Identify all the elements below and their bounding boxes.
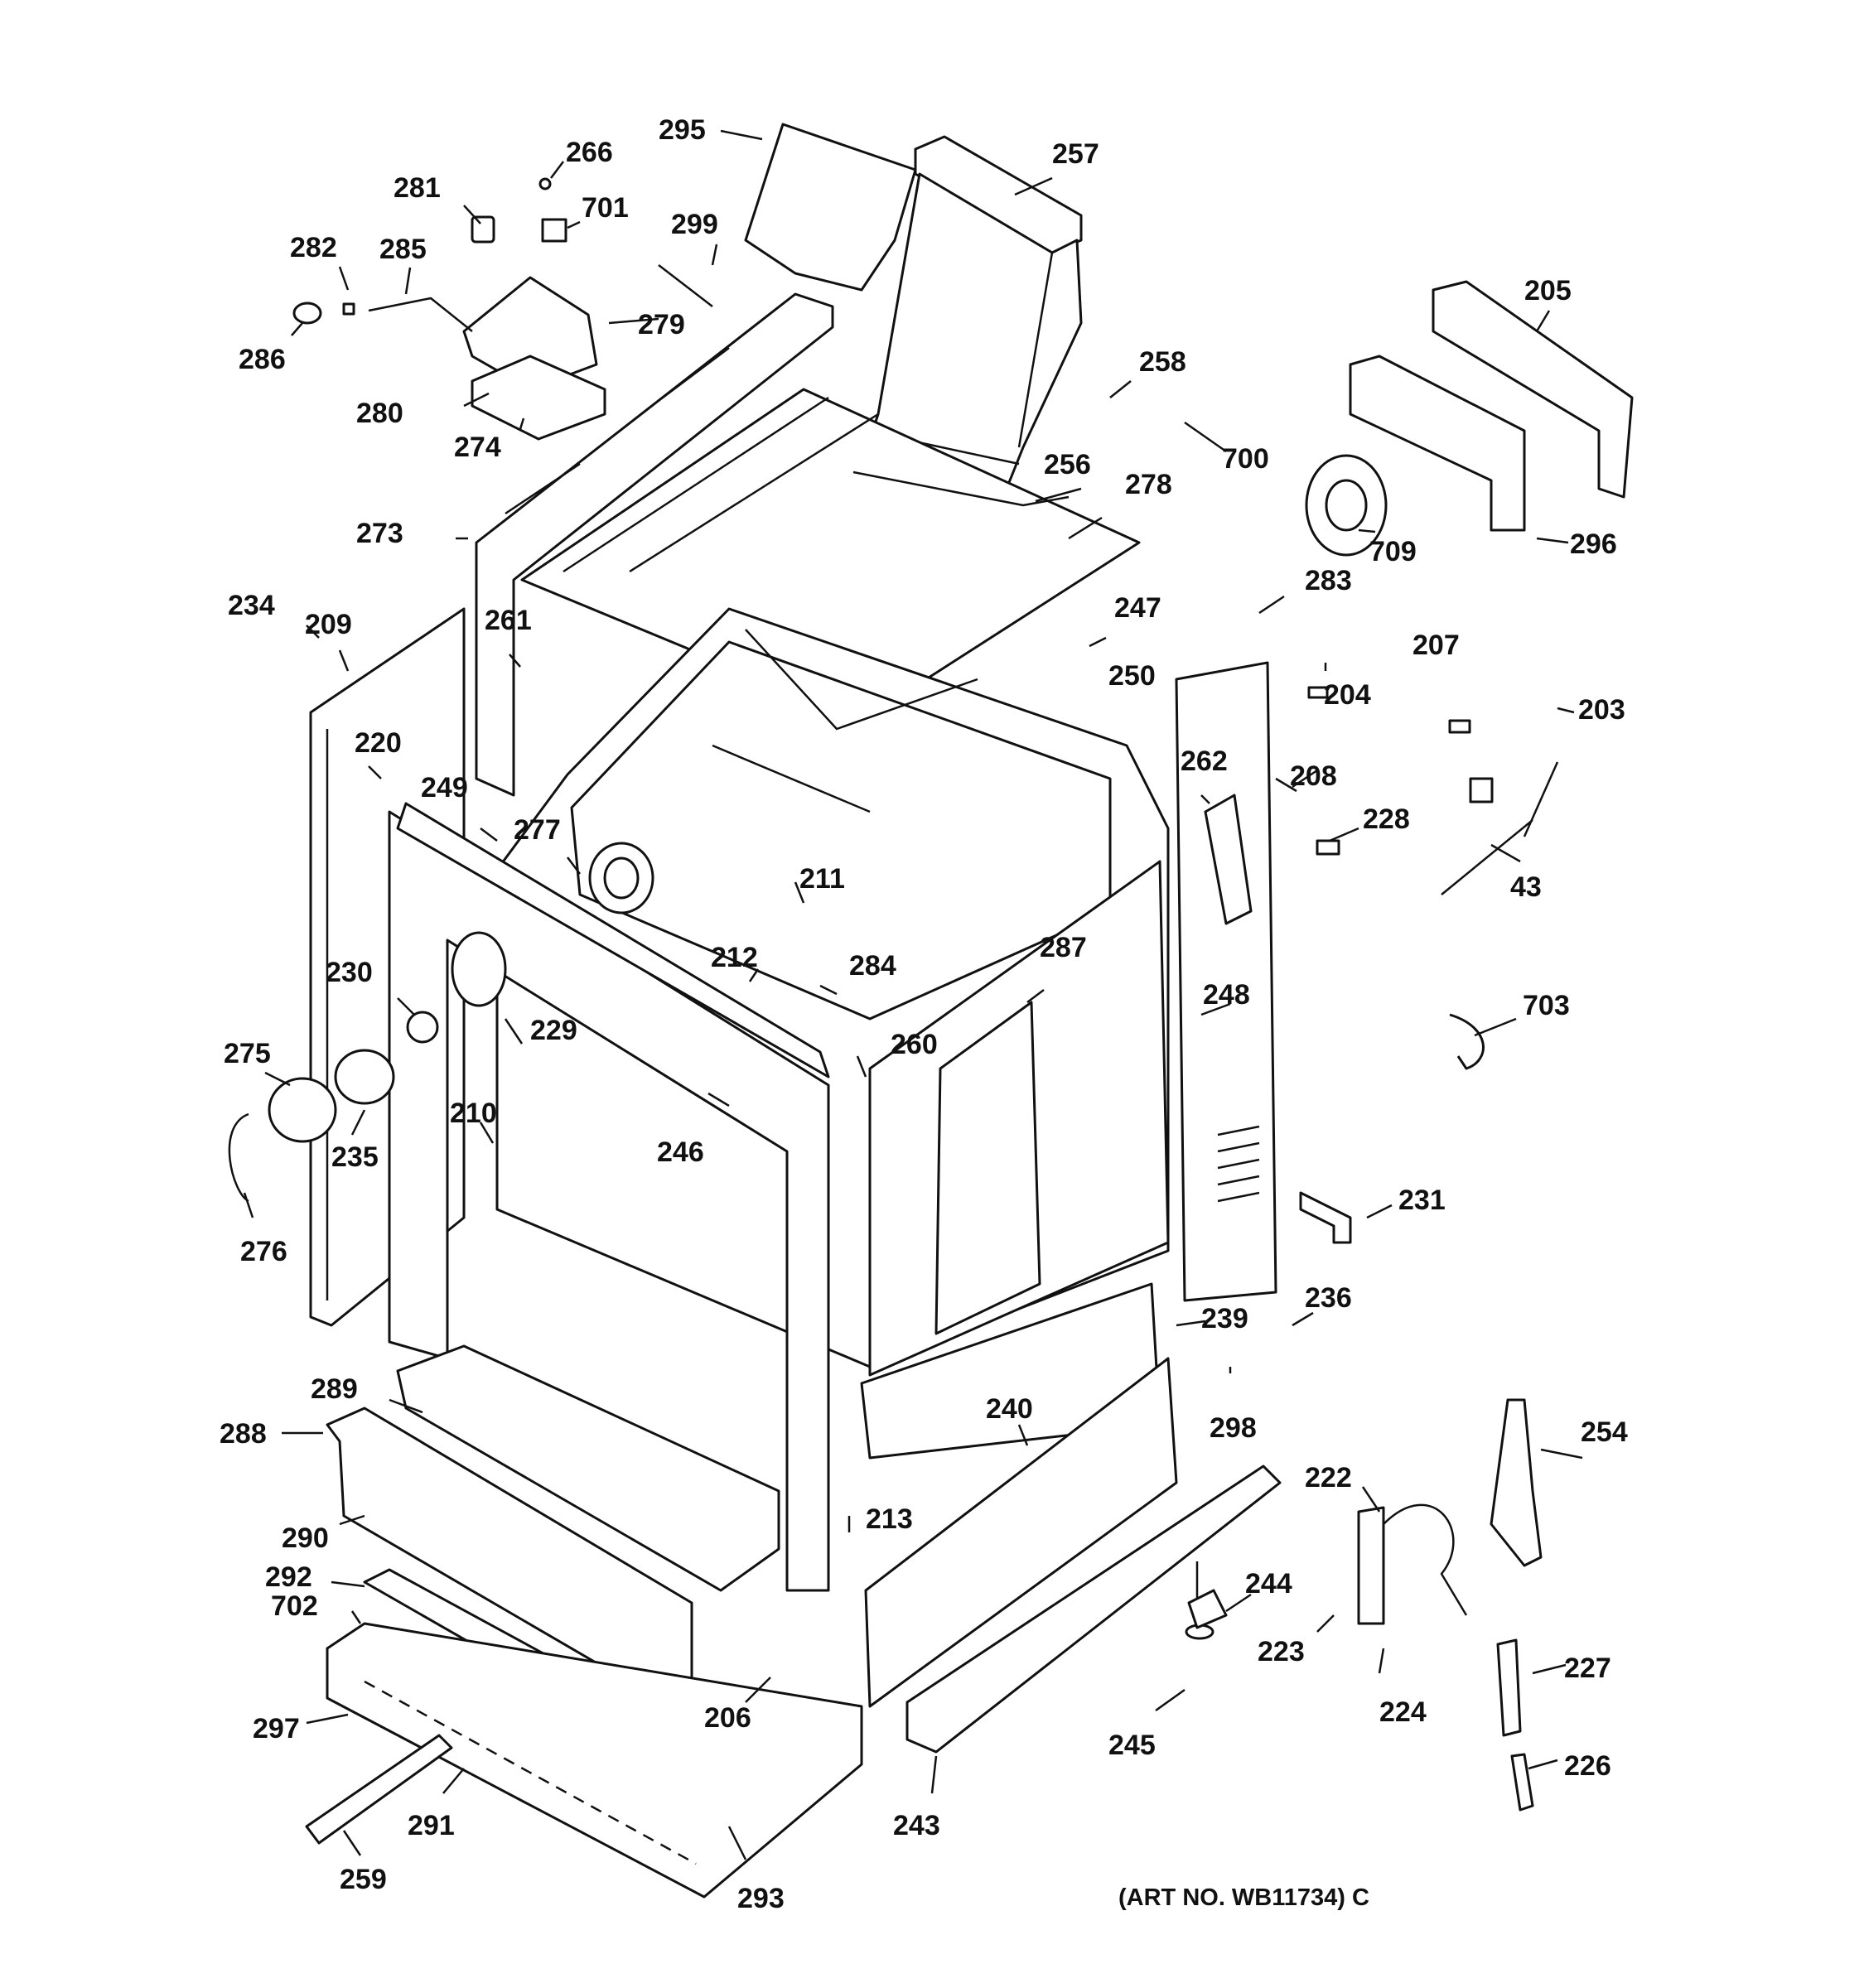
callout-276: 276 (240, 1236, 287, 1267)
callout-283: 283 (1305, 565, 1352, 596)
callout-204: 204 (1324, 679, 1371, 711)
callout-284: 284 (849, 950, 896, 982)
callout-229: 229 (530, 1015, 577, 1046)
callout-266: 266 (566, 137, 613, 168)
callout-289: 289 (311, 1373, 358, 1405)
callout-273: 273 (356, 518, 403, 549)
callout-256: 256 (1044, 449, 1091, 480)
callout-224: 224 (1379, 1696, 1427, 1728)
part-275-light (228, 842, 654, 1203)
callout-210: 210 (450, 1098, 497, 1129)
callout-207: 207 (1412, 630, 1460, 661)
callout-220: 220 (355, 727, 402, 759)
callout-213: 213 (866, 1503, 913, 1535)
callout-277: 277 (514, 814, 561, 846)
part-misc-right (1185, 686, 1559, 1812)
part-295-insulation (744, 123, 917, 292)
callout-290: 290 (282, 1522, 329, 1554)
callout-205: 205 (1524, 275, 1572, 306)
callout-280: 280 (356, 398, 403, 429)
callout-259: 259 (340, 1864, 387, 1895)
callout-240: 240 (986, 1393, 1033, 1425)
callout-291: 291 (408, 1810, 455, 1841)
callout-299: 299 (671, 209, 718, 240)
callout-206: 206 (704, 1702, 751, 1734)
callout-709: 709 (1369, 536, 1417, 567)
callout-702: 702 (271, 1590, 318, 1622)
callout-223: 223 (1258, 1636, 1305, 1667)
callout-231: 231 (1398, 1185, 1446, 1216)
part-293-floor (305, 1622, 863, 1899)
callout-295: 295 (659, 114, 706, 146)
callout-286: 286 (239, 344, 286, 375)
part-243-front-rail (905, 1464, 1282, 1754)
part-257-vent-duct (860, 135, 1083, 490)
callout-245: 245 (1108, 1730, 1156, 1761)
callout-292: 292 (265, 1561, 312, 1593)
callout-257: 257 (1052, 138, 1099, 170)
leader-lines (243, 129, 1583, 1860)
callout-278: 278 (1125, 469, 1172, 500)
part-287-side-louvers (868, 860, 1170, 1377)
callout-258: 258 (1139, 346, 1186, 378)
callout-249: 249 (421, 772, 468, 803)
callout-244: 244 (1245, 1568, 1292, 1600)
callout-282: 282 (290, 232, 337, 263)
callout-212: 212 (711, 942, 758, 973)
callout-222: 222 (1305, 1462, 1352, 1493)
callout-236: 236 (1305, 1282, 1352, 1314)
part-front-frame (388, 802, 830, 1592)
callout-250: 250 (1108, 660, 1156, 692)
callout-279: 279 (638, 309, 685, 340)
part-279-switch-assembly (292, 177, 713, 441)
callout-296: 296 (1570, 528, 1617, 560)
callout-703: 703 (1523, 990, 1570, 1021)
callout-293: 293 (737, 1883, 785, 1914)
callout-209: 209 (305, 609, 352, 640)
callout-298: 298 (1210, 1412, 1257, 1444)
callout-243: 243 (893, 1810, 940, 1841)
callout-211: 211 (799, 863, 845, 895)
callout-labels: 295 266 257 281 701 299 282 285 205 279 … (220, 114, 1628, 1914)
callout-203: 203 (1578, 694, 1625, 726)
part-248-right-side-panel (1175, 661, 1277, 1302)
callout-274: 274 (454, 432, 501, 463)
callout-275: 275 (224, 1038, 271, 1069)
callout-43: 43 (1510, 871, 1542, 903)
callout-261: 261 (485, 605, 532, 636)
callout-247: 247 (1114, 592, 1161, 624)
callout-235: 235 (331, 1141, 379, 1173)
part-273-back-panel (475, 292, 834, 797)
part-205-296-brackets (1305, 280, 1634, 557)
callout-228: 228 (1363, 803, 1410, 835)
callout-234: 234 (228, 590, 275, 621)
callout-701: 701 (582, 192, 629, 224)
callout-285: 285 (379, 234, 427, 265)
part-240-lower-trim (860, 1282, 1178, 1708)
callout-246: 246 (657, 1136, 704, 1168)
callout-239: 239 (1201, 1303, 1248, 1334)
callout-226: 226 (1564, 1750, 1611, 1782)
callout-287: 287 (1040, 932, 1087, 963)
callout-262: 262 (1181, 746, 1228, 777)
callout-260: 260 (891, 1029, 938, 1060)
callout-248: 248 (1203, 979, 1250, 1011)
callout-227: 227 (1564, 1653, 1611, 1684)
callout-297: 297 (253, 1713, 300, 1744)
callout-700: 700 (1222, 443, 1269, 475)
art-number: (ART NO. WB11734) C (1118, 1884, 1369, 1911)
callout-288: 288 (220, 1418, 267, 1450)
callout-254: 254 (1581, 1416, 1628, 1448)
callout-230: 230 (326, 957, 373, 988)
callout-208: 208 (1290, 760, 1337, 792)
callout-281: 281 (394, 172, 441, 204)
